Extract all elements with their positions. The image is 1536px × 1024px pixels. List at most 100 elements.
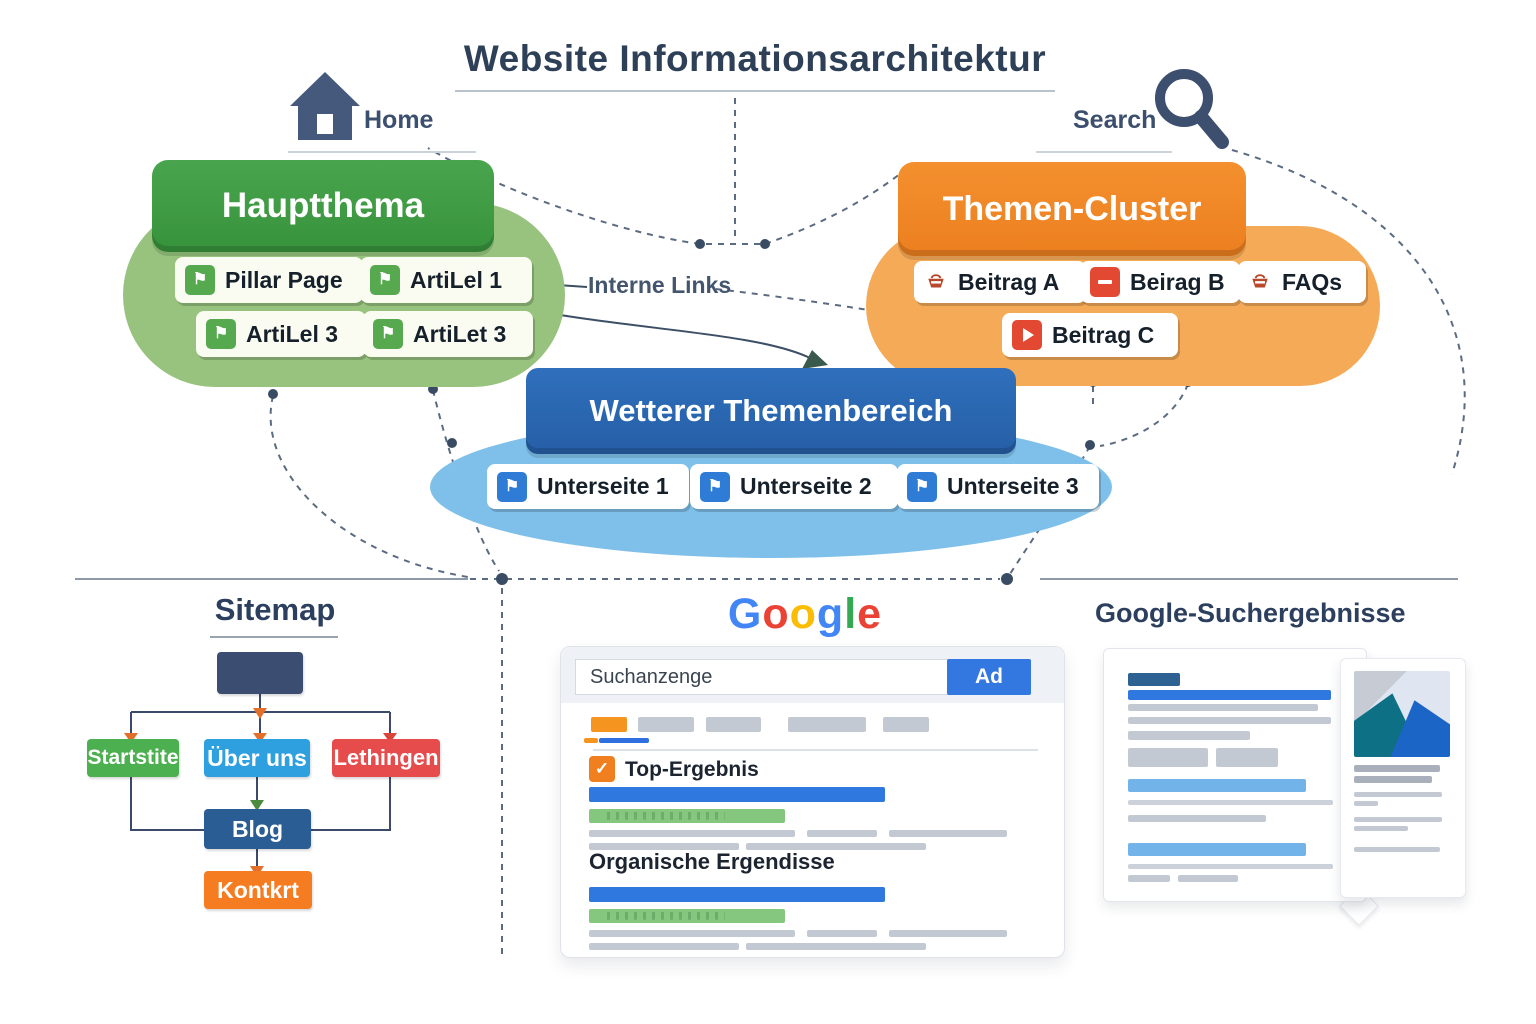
cluster-hauptthema-header: Hauptthema	[152, 160, 494, 252]
node-artikel-3a: ⚑ ArtiLel 3	[196, 311, 366, 357]
logo-letter: o	[789, 590, 817, 638]
node-label: Beirag B	[1130, 268, 1225, 295]
node-label: ArtiLel 3	[246, 320, 339, 347]
node-faqs: FAQs	[1238, 261, 1366, 303]
search-label: Search	[1073, 106, 1157, 134]
result-text-bar	[589, 943, 739, 950]
page-flag-icon: ⚑	[497, 471, 527, 502]
result-text-bar	[589, 830, 795, 837]
node-beirag-b: Beirag B	[1080, 261, 1240, 303]
tab-chip	[706, 717, 761, 732]
node-unterseite-2: ⚑ Unterseite 2	[690, 464, 898, 509]
search-icon	[1155, 69, 1229, 149]
serp-link-bar	[1128, 843, 1306, 856]
sitemap-node-kontakt: Kontkrt	[204, 871, 312, 909]
node-label: Unterseite 2	[740, 473, 872, 499]
google-search-card: Suchanzenge Ad ✓ Top-Ergebnis Organische…	[560, 646, 1065, 958]
sheet-text-bar	[1354, 776, 1432, 783]
tab-underline-orange	[584, 738, 598, 743]
mountain-image	[1354, 671, 1450, 757]
node-artikel-1: ⚑ ArtiLel 1	[360, 257, 532, 303]
home-rule	[288, 151, 476, 153]
serp-side-sheet	[1340, 658, 1466, 898]
page-flag-icon: ⚑	[907, 471, 937, 502]
logo-letter: l	[844, 590, 858, 638]
home-icon	[290, 72, 360, 140]
logo-letter: g	[816, 590, 845, 638]
node-label: Unterseite 1	[537, 473, 669, 499]
sheet-text-bar	[1354, 801, 1378, 806]
serp-link-bar	[1128, 779, 1306, 792]
result-text-bar	[807, 930, 877, 937]
node-label: ArtiLet 3	[413, 320, 507, 347]
serp-breadcrumb-bar	[1128, 673, 1180, 686]
serp-text-bar	[1128, 704, 1318, 711]
title-underline	[455, 90, 1055, 92]
serp-text-bar	[1128, 731, 1250, 740]
serp-card	[1103, 648, 1367, 902]
sitemap-node-leistungen: Lethingen	[332, 739, 440, 777]
sheet-text-bar	[1354, 826, 1408, 831]
tab-chip	[883, 717, 929, 732]
search-input: Suchanzenge	[575, 659, 949, 695]
node-beitrag-c: Beitrag C	[1002, 313, 1178, 357]
result-text-bar	[589, 930, 795, 937]
result-text-bar	[889, 830, 1007, 837]
sheet-text-bar	[1354, 765, 1440, 772]
tab-chip	[788, 717, 866, 732]
checkbox-icon: ✓	[589, 756, 615, 782]
basket-icon	[1252, 274, 1268, 288]
result-text-bar	[589, 843, 739, 850]
result-url-bar	[589, 809, 785, 823]
page-flag-icon: ⚑	[700, 471, 730, 502]
result-text-bar	[746, 943, 926, 950]
page-flag-icon: ⚑	[185, 265, 215, 295]
result-text-bar	[746, 843, 926, 850]
home-label: Home	[364, 106, 434, 134]
serp-text-bar	[1128, 800, 1333, 805]
cluster-themen-header: Themen-Cluster	[898, 162, 1246, 256]
node-pillar-page: ⚑ Pillar Page	[175, 257, 363, 303]
result-text-bar	[807, 830, 877, 837]
node-label: FAQs	[1282, 268, 1343, 295]
ad-button: Ad	[947, 659, 1031, 695]
tab-chip	[638, 717, 694, 732]
logo-letter: e	[857, 590, 883, 638]
sheet-text-bar	[1354, 847, 1440, 852]
sitemap-underline	[210, 636, 338, 638]
page-flag-icon: ⚑	[373, 319, 403, 349]
google-logo: Google	[700, 590, 910, 639]
serp-title-bar	[1128, 690, 1331, 700]
serp-text-bar	[1128, 864, 1333, 869]
serp-text-bar	[1178, 875, 1238, 882]
logo-letter: G	[727, 590, 763, 638]
organic-results-label: Organische Ergendisse	[589, 849, 835, 874]
sitemap-node-startseite: Startstite	[87, 739, 179, 777]
sitemap-node-ueber-uns: Über uns	[204, 739, 310, 777]
basket-icon	[928, 274, 944, 288]
result-url-bar	[589, 909, 785, 923]
sitemap-node-blog: Blog	[204, 809, 311, 849]
node-label: Unterseite 3	[947, 473, 1079, 499]
top-result-label: Top-Ergebnis	[625, 758, 759, 781]
cluster-themenbereich-header: Wetterer Themenbereich	[526, 368, 1016, 454]
node-label: Beitrag C	[1052, 321, 1155, 348]
node-unterseite-1: ⚑ Unterseite 1	[487, 464, 689, 509]
node-label: Pillar Page	[225, 266, 343, 293]
play-square-icon	[1012, 320, 1042, 350]
node-label: Beitrag A	[958, 268, 1060, 295]
node-beitrag-a: Beitrag A	[914, 261, 1086, 303]
tab-underline-blue	[599, 738, 649, 743]
result-title-bar	[589, 787, 885, 802]
serp-text-bar	[1128, 875, 1170, 882]
serp-chip	[1216, 748, 1278, 767]
sitemap-title: Sitemap	[214, 592, 336, 627]
tab-chip-active	[591, 717, 627, 732]
sheet-text-bar	[1354, 817, 1442, 822]
results-divider	[593, 749, 1038, 751]
sheet-text-bar	[1354, 792, 1442, 797]
sitemap-node-root	[217, 652, 303, 694]
result-title-bar	[589, 887, 885, 902]
serp-chip	[1128, 748, 1208, 767]
